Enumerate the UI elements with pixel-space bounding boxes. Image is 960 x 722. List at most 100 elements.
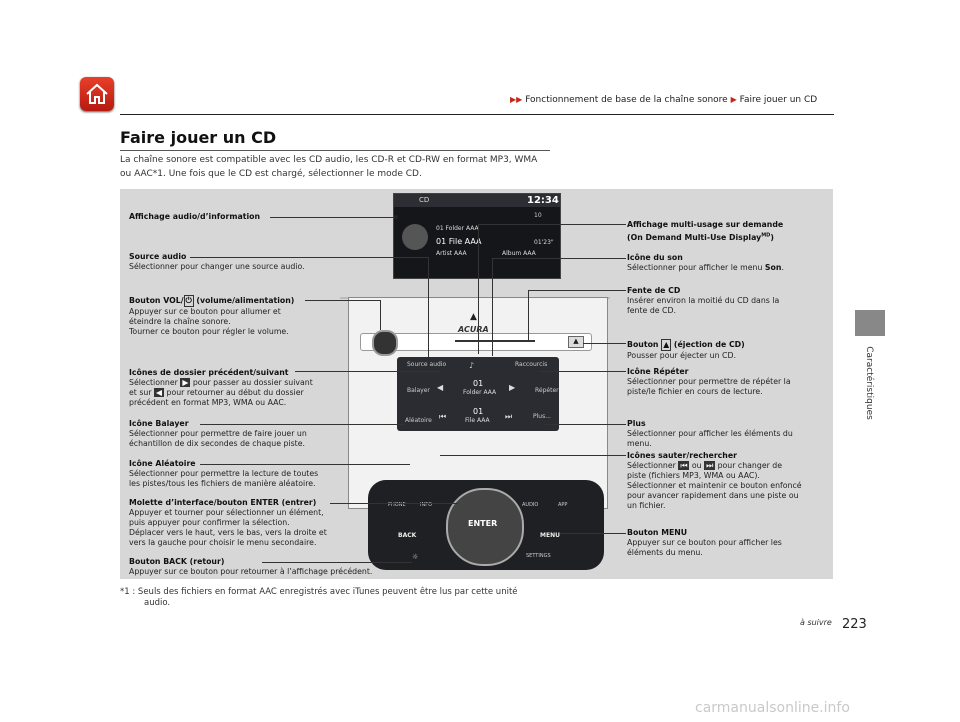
section-tab — [855, 310, 885, 336]
continued-label: à suivre — [800, 618, 832, 627]
info-button[interactable]: INFO — [420, 502, 433, 508]
home-icon — [86, 83, 108, 104]
callout-line — [428, 257, 429, 357]
screen-file: 01 File AAA — [436, 237, 482, 246]
callout-line — [262, 562, 412, 563]
settings-button[interactable]: SETTINGS — [526, 553, 551, 559]
eject-button[interactable]: ▲ — [568, 336, 584, 348]
label-molette: Molette d’interface/bouton ENTER (entrer… — [129, 498, 327, 547]
next-arrow-icon: ▶ — [180, 378, 191, 387]
audio-button[interactable]: AUDIO — [522, 502, 539, 508]
screen-album: Album AAA — [502, 250, 536, 257]
volume-knob[interactable] — [372, 330, 398, 356]
label-back: Bouton BACK (retour)Appuyer sur ce bouto… — [129, 557, 373, 576]
source-audio-button[interactable]: Source audio — [407, 361, 447, 368]
callout-line — [492, 258, 626, 259]
intro-line-2: ou AAC*1. Une fois que le CD est chargé,… — [120, 169, 422, 179]
screen-elapsed: 01'23" — [534, 239, 554, 246]
hazard-icon: ▲ — [470, 312, 477, 322]
plus-button[interactable]: Plus... — [533, 413, 551, 420]
callout-line — [270, 217, 396, 218]
screen-source: CD — [419, 196, 430, 204]
label-dossier: Icônes de dossier précédent/suivant Séle… — [129, 368, 313, 407]
top-rule — [120, 114, 834, 115]
folder-prev-icon[interactable]: ◀ — [437, 383, 444, 392]
footnote: *1 : Seuls des fichiers en format AAC en… — [120, 587, 518, 608]
callout-line — [440, 455, 626, 456]
file-number: 01 — [473, 407, 484, 416]
shortcuts-button[interactable]: Raccourcis — [515, 361, 548, 368]
power-icon: ⏻ — [183, 295, 194, 307]
prev-arrow-icon: ◀ — [154, 388, 165, 397]
label-eject: Bouton ▲ (éjection de CD) Pousser pour é… — [627, 339, 745, 360]
brightness-icon[interactable]: ☼ — [412, 553, 419, 561]
callout-line — [540, 371, 626, 372]
screen-time: 12:34 — [527, 195, 559, 206]
scan-button[interactable]: Balayer — [407, 387, 430, 394]
repeat-button[interactable]: Répéter — [535, 387, 559, 394]
callout-line — [492, 258, 493, 356]
folder-next-icon[interactable]: ▶ — [509, 383, 516, 392]
file-name: File AAA — [465, 417, 490, 424]
skip-back-icon[interactable]: ⏮ — [439, 412, 447, 421]
callout-line — [190, 257, 428, 258]
sound-icon[interactable]: ♪ — [469, 361, 475, 370]
callout-line — [380, 300, 381, 330]
screen-track: 10 — [534, 212, 542, 219]
interface-dial[interactable]: ENTER — [446, 488, 524, 566]
breadcrumb-arrow-icon: ▶▶ — [510, 95, 523, 104]
callout-dot — [394, 215, 398, 219]
callout-line — [478, 224, 479, 354]
eject-icon: ▲ — [573, 337, 579, 345]
callout-line — [560, 533, 626, 534]
audio-display: CD 12:34 10 01 Folder AAA 01 File AAA 01… — [393, 193, 561, 279]
callout-line — [583, 343, 626, 344]
control-cluster: PHONE INFO AUDIO APP BACK MENU ENTER SET… — [368, 480, 604, 570]
app-button[interactable]: APP — [558, 502, 568, 508]
screen-folder: 01 Folder AAA — [436, 225, 479, 232]
cd-slot — [455, 340, 535, 342]
label-sauter: Icônes sauter/rechercher Sélectionner ⏮ … — [627, 451, 802, 510]
skip-forward-icon: ⏭ — [704, 461, 716, 470]
label-son: Icône du son Sélectionner pour afficher … — [627, 253, 784, 272]
breadcrumb-parent[interactable]: Fonctionnement de base de la chaîne sono… — [525, 95, 728, 105]
title-rule — [120, 150, 550, 151]
breadcrumb-arrow-icon: ▶ — [730, 95, 737, 104]
brand-logo: ACURA — [458, 325, 489, 334]
callout-line — [545, 424, 626, 425]
breadcrumb-current: Faire jouer un CD — [739, 95, 818, 105]
callout-line — [295, 371, 440, 372]
menu-button[interactable]: MENU — [540, 532, 560, 539]
callout-line — [305, 300, 380, 301]
cd-slot-bezel — [360, 333, 592, 351]
home-button[interactable] — [80, 77, 114, 111]
page-number: 223 — [842, 617, 867, 632]
section-label: Caractéristiques — [863, 346, 874, 420]
callout-line — [528, 290, 626, 291]
watermark: carmanualsonline.info — [695, 700, 850, 716]
folder-name: Folder AAA — [463, 389, 497, 396]
label-affichage: Affichage audio/d’information — [129, 212, 261, 221]
back-button[interactable]: BACK — [398, 532, 417, 539]
breadcrumb: ▶▶ Fonctionnement de base de la chaîne s… — [510, 95, 817, 105]
eject-icon: ▲ — [661, 339, 672, 351]
callout-line — [200, 464, 410, 465]
touch-screen: Source audio ♪ Raccourcis ◀ 01 Folder AA… — [397, 357, 559, 431]
screen-artist: Artist AAA — [436, 250, 467, 257]
intro-line-1: La chaîne sonore est compatible avec les… — [120, 155, 538, 165]
random-button[interactable]: Aléatoire — [405, 417, 432, 424]
label-multi: Affichage multi-usage sur demande (On De… — [627, 220, 784, 242]
cd-art-icon — [402, 224, 428, 250]
callout-line — [330, 503, 458, 504]
skip-forward-icon[interactable]: ⏭ — [505, 412, 513, 421]
phone-button[interactable]: PHONE — [388, 502, 406, 508]
folder-number: 01 — [473, 379, 484, 388]
callout-line — [528, 290, 529, 340]
